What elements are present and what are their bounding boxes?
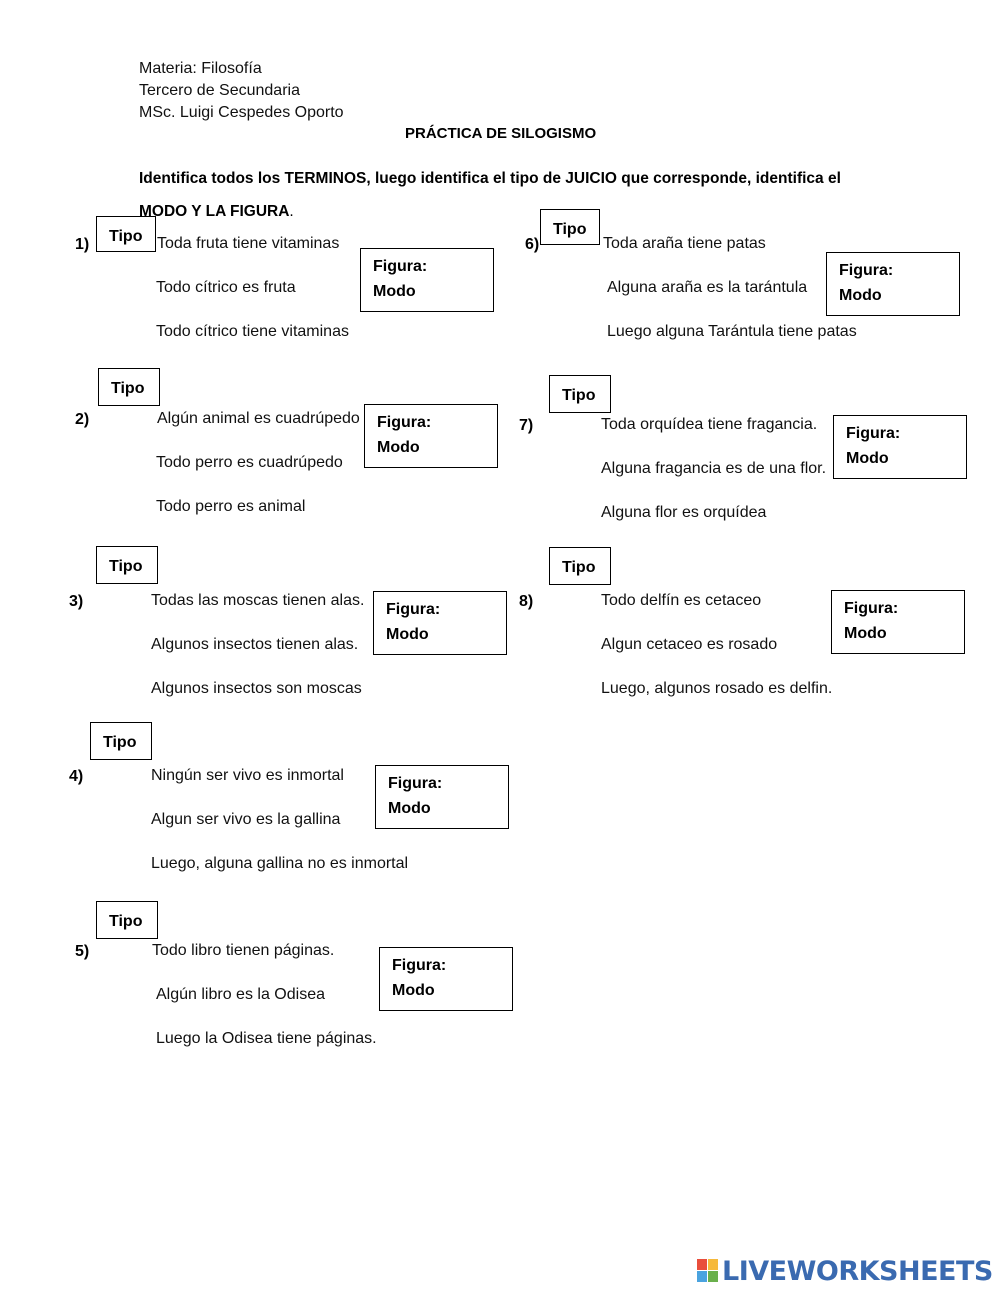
logo-icon-tile <box>708 1259 718 1270</box>
exercise-6-figura-modo-box[interactable]: Figura: Modo <box>826 252 960 316</box>
logo-icon-tile <box>697 1271 707 1282</box>
exercise-1-premise-1: Toda fruta tiene vitaminas <box>157 235 340 252</box>
exercise-5-figura-modo-box[interactable]: Figura: Modo <box>379 947 513 1011</box>
figura-label: Figura: <box>377 414 432 431</box>
tipo-label: Tipo <box>103 734 137 751</box>
tipo-label: Tipo <box>553 221 587 238</box>
modo-label: Modo <box>386 626 429 643</box>
figura-label: Figura: <box>388 775 443 792</box>
logo-icon-tile <box>708 1271 718 1282</box>
exercise-1-premise-2: Todo cítrico es fruta <box>156 279 296 296</box>
exercise-4-figura-modo-box[interactable]: Figura: Modo <box>375 765 509 829</box>
liveworksheets-logo-text: LIVEWORKSHEETS <box>722 1255 993 1287</box>
modo-label: Modo <box>844 625 887 642</box>
exercise-3-premise-2: Algunos insectos tienen alas. <box>151 636 359 653</box>
exercise-5-number: 5) <box>75 943 90 960</box>
instruction-line-2: MODO Y LA FIGURA. <box>139 203 294 220</box>
figura-label: Figura: <box>373 258 428 275</box>
exercise-4-premise-2: Algun ser vivo es la gallina <box>151 811 341 828</box>
exercise-2-premise-2: Todo perro es cuadrúpedo <box>156 454 343 471</box>
liveworksheets-logo-icon <box>697 1259 719 1283</box>
modo-label: Modo <box>839 287 882 304</box>
exercise-4-conclusion: Luego, alguna gallina no es inmortal <box>151 855 409 872</box>
exercise-3-figura-modo-box[interactable]: Figura: Modo <box>373 591 507 655</box>
figura-label: Figura: <box>392 957 447 974</box>
figura-label: Figura: <box>844 600 899 617</box>
tipo-label: Tipo <box>111 380 145 397</box>
exercise-2-figura-modo-box[interactable]: Figura: Modo <box>364 404 498 468</box>
exercise-3-number: 3) <box>69 593 84 610</box>
exercise-8-premise-2: Algun cetaceo es rosado <box>601 636 778 653</box>
liveworksheets-logo[interactable]: LIVEWORKSHEETS <box>697 1255 993 1287</box>
modo-label: Modo <box>388 800 431 817</box>
exercise-5-premise-1: Todo libro tienen páginas. <box>152 942 335 959</box>
exercise-7-tipo-box[interactable]: Tipo <box>549 375 611 413</box>
exercise-8-premise-1: Todo delfín es cetaceo <box>601 592 762 609</box>
logo-icon-tile <box>697 1259 707 1270</box>
tipo-label: Tipo <box>109 558 143 575</box>
exercise-3-conclusion: Algunos insectos son moscas <box>151 680 362 697</box>
figura-label: Figura: <box>386 601 441 618</box>
modo-label: Modo <box>846 450 889 467</box>
exercise-5-tipo-box[interactable]: Tipo <box>96 901 158 939</box>
exercise-4-premise-1: Ningún ser vivo es inmortal <box>151 767 344 784</box>
exercise-8-tipo-box[interactable]: Tipo <box>549 547 611 585</box>
exercise-6-number: 6) <box>525 236 540 253</box>
subject-line: Materia: Filosofía <box>139 60 262 77</box>
exercise-2-number: 2) <box>75 411 90 428</box>
exercise-2-conclusion: Todo perro es animal <box>156 498 306 515</box>
exercise-5-premise-2: Algún libro es la Odisea <box>156 986 325 1003</box>
exercise-6-premise-2: Alguna araña es la tarántula <box>607 279 808 296</box>
exercise-1-number: 1) <box>75 236 90 253</box>
tipo-label: Tipo <box>109 228 143 245</box>
page-title: PRÁCTICA DE SILOGISMO <box>405 125 597 142</box>
exercise-1-figura-modo-box[interactable]: Figura: Modo <box>360 248 494 312</box>
figura-label: Figura: <box>846 425 901 442</box>
exercise-6-premise-1: Toda araña tiene patas <box>603 235 766 252</box>
exercise-1-conclusion: Todo cítrico tiene vitaminas <box>156 323 349 340</box>
modo-label: Modo <box>377 439 420 456</box>
exercise-8-number: 8) <box>519 593 534 610</box>
exercise-7-figura-modo-box[interactable]: Figura: Modo <box>833 415 967 479</box>
exercise-7-conclusion: Alguna flor es orquídea <box>601 504 767 521</box>
exercise-4-tipo-box[interactable]: Tipo <box>90 722 152 760</box>
modo-label: Modo <box>392 982 435 999</box>
exercise-1-tipo-box[interactable]: Tipo <box>96 216 156 252</box>
tipo-label: Tipo <box>562 387 596 404</box>
grade-line: Tercero de Secundaria <box>139 82 300 99</box>
figura-label: Figura: <box>839 262 894 279</box>
tipo-label: Tipo <box>562 559 596 576</box>
exercise-8-figura-modo-box[interactable]: Figura: Modo <box>831 590 965 654</box>
tipo-label: Tipo <box>109 913 143 930</box>
teacher-line: MSc. Luigi Cespedes Oporto <box>139 104 344 121</box>
exercise-7-premise-2: Alguna fragancia es de una flor. <box>601 460 827 477</box>
exercise-3-premise-1: Todas las moscas tienen alas. <box>151 592 365 609</box>
exercise-4-number: 4) <box>69 768 84 785</box>
exercise-2-tipo-box[interactable]: Tipo <box>98 368 160 406</box>
exercise-7-premise-1: Toda orquídea tiene fragancia. <box>601 416 818 433</box>
modo-label: Modo <box>373 283 416 300</box>
instruction-line-1: Identifica todos los TERMINOS, luego ide… <box>139 170 841 187</box>
exercise-5-conclusion: Luego la Odisea tiene páginas. <box>156 1030 377 1047</box>
exercise-3-tipo-box[interactable]: Tipo <box>96 546 158 584</box>
exercise-6-conclusion: Luego alguna Tarántula tiene patas <box>607 323 857 340</box>
exercise-8-conclusion: Luego, algunos rosado es delfin. <box>601 680 833 697</box>
exercise-2-premise-1: Algún animal es cuadrúpedo <box>157 410 360 427</box>
exercise-7-number: 7) <box>519 417 534 434</box>
exercise-6-tipo-box[interactable]: Tipo <box>540 209 600 245</box>
